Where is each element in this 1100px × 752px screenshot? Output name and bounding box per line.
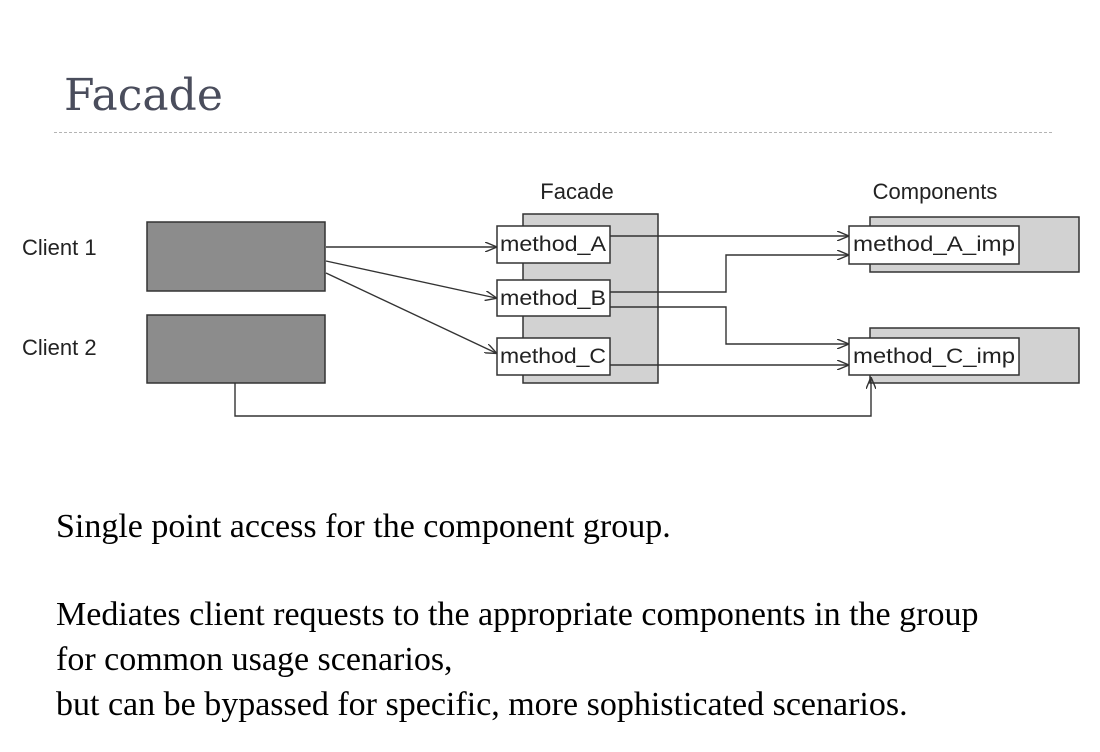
body-line-4: but can be bypassed for specific, more s… xyxy=(56,686,908,723)
arrow-method-b-to-c-imp xyxy=(610,306,848,344)
arrow-client2-bypass-to-c-imp xyxy=(234,378,871,417)
method-a-imp-label: method_A_imp xyxy=(853,233,1015,256)
body-line-2: Mediates client requests to the appropri… xyxy=(56,596,979,633)
arrow-method-b-to-a-imp xyxy=(610,255,848,293)
method-c-label: method_C xyxy=(500,345,606,368)
method-a-box xyxy=(496,225,611,264)
client-1-label: Client 1 xyxy=(22,235,97,260)
method-a-imp-box xyxy=(848,225,1020,265)
connection-lines xyxy=(234,236,871,417)
method-b-box xyxy=(496,279,611,317)
client-2-label: Client 2 xyxy=(22,335,97,360)
title-divider xyxy=(54,132,1052,133)
slide-body: Single point access for the component gr… xyxy=(56,504,1086,727)
arrow-client1-method-c xyxy=(325,272,496,353)
client-2-box xyxy=(146,314,326,384)
facade-group-label: Facade xyxy=(540,179,613,204)
facade-diagram: Facade Components Client 1 Client 2 meth… xyxy=(22,179,1080,417)
arrow-client1-method-b xyxy=(325,260,496,298)
method-c-imp-label: method_C_imp xyxy=(853,345,1015,368)
method-b-label: method_B xyxy=(500,287,606,310)
body-line-1: Single point access for the component gr… xyxy=(56,508,671,545)
client-1-box xyxy=(146,221,326,292)
method-c-box xyxy=(496,337,611,376)
method-c-imp-box xyxy=(848,337,1020,376)
body-line-3: for common usage scenarios, xyxy=(56,641,453,678)
slide-title: Facade xyxy=(64,70,223,121)
components-group-label: Components xyxy=(873,179,998,204)
method-a-label: method_A xyxy=(500,233,606,256)
